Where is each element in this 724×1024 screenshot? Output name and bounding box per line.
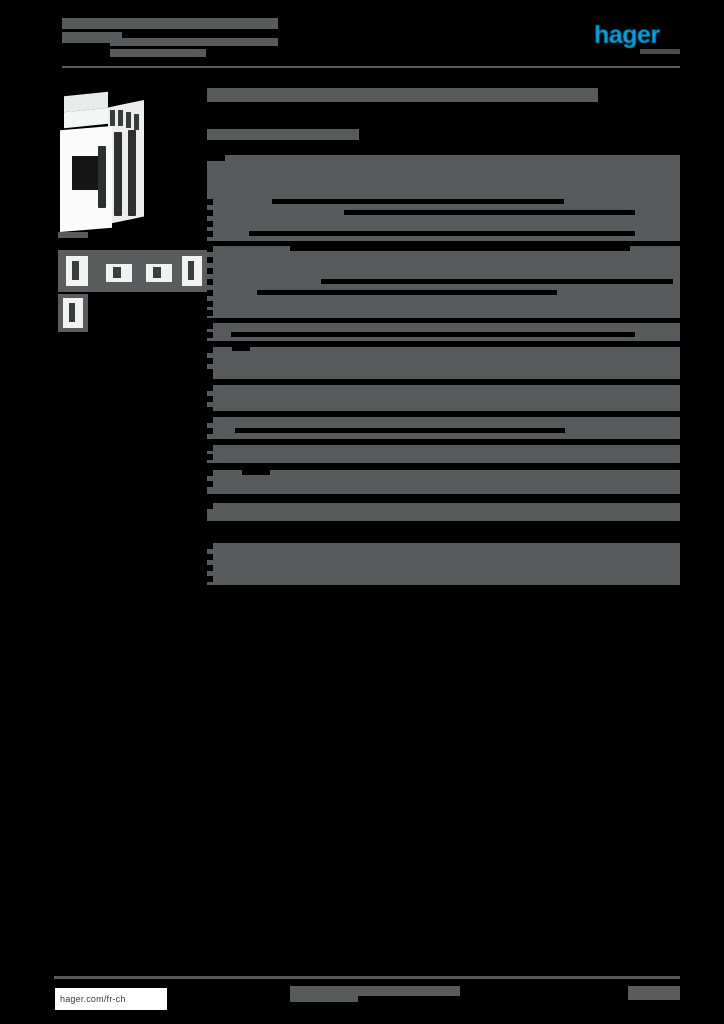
spec-group-general-gap-2 <box>207 199 213 205</box>
thumbnail-busbar-clip[interactable] <box>146 264 172 282</box>
product-part-window <box>72 156 98 190</box>
spec-group-electrical-gap-7 <box>207 290 213 296</box>
spec-group-standards-gap-3 <box>235 428 565 433</box>
spec-group-environment <box>207 385 680 411</box>
spec-group-environment-gap-1 <box>207 385 213 391</box>
spec-group-accessories <box>207 445 680 463</box>
spec-group-general-gap-4 <box>207 210 213 216</box>
content-column <box>207 88 680 585</box>
spec-group-notes <box>207 503 680 521</box>
spec-group-connection <box>207 347 680 379</box>
footer-legal-line-1 <box>290 986 460 996</box>
spec-group-mechanical <box>207 323 680 341</box>
footer-website-link[interactable]: hager.com/fr-ch <box>55 988 167 1010</box>
product-part-pin-3 <box>126 112 131 128</box>
thumbnail-enclosure-front-detail <box>72 261 79 280</box>
product-media-column <box>58 88 208 332</box>
page-footer: hager.com/fr-ch <box>0 972 724 1024</box>
spec-group-general <box>207 155 680 241</box>
page-header: hager <box>0 0 724 72</box>
spec-group-electrical-gap-10 <box>207 310 213 316</box>
footer-legal-line-2 <box>290 996 358 1002</box>
spec-group-general-gap-5 <box>344 210 635 215</box>
spec-group-packaging-gap-4 <box>207 576 213 582</box>
document-subtitle <box>110 38 278 60</box>
product-part-rail-2 <box>114 132 122 216</box>
product-part-pin-2 <box>118 110 123 126</box>
section-heading <box>207 129 359 140</box>
spec-group-electrical-gap-5 <box>207 279 213 285</box>
spec-group-general-gap-3 <box>272 199 564 204</box>
spec-group-standards <box>207 417 680 439</box>
spec-group-dimensions-gap-2 <box>207 481 213 487</box>
spec-group-connection-gap-5 <box>207 375 213 379</box>
product-part-rail-3 <box>128 130 136 216</box>
spec-group-dimensions <box>207 470 680 494</box>
spec-group-dimensions-gap-1 <box>207 470 213 476</box>
spec-group-environment-gap-3 <box>207 407 213 411</box>
spec-group-connection-gap-2 <box>207 358 213 364</box>
doc-title-line-2 <box>62 32 122 43</box>
spec-group-packaging-gap-1 <box>207 543 213 549</box>
spec-group-electrical <box>207 246 680 318</box>
footer-page-number <box>628 986 680 1000</box>
spec-group-electrical-gap-1 <box>207 246 213 252</box>
thumbnail-mounting-rail-detail <box>69 303 75 322</box>
spec-group-connection-gap-4 <box>232 347 250 351</box>
spec-group-mechanical-gap-3 <box>231 332 635 337</box>
hager-logo: hager <box>594 21 660 49</box>
thumbnail-terminal-block-detail <box>113 267 121 278</box>
spec-group-general-gap-6 <box>207 221 213 227</box>
thumbnail-mounting-rail[interactable] <box>63 298 83 328</box>
thumbnail-din-rail[interactable] <box>182 256 202 286</box>
spec-group-notes-gap-1 <box>207 503 213 509</box>
spec-group-general-gap-1 <box>207 155 225 161</box>
product-part-pin-1 <box>110 110 115 126</box>
product-part-cover-lower <box>64 107 108 129</box>
spec-group-mechanical-gap-1 <box>207 323 213 329</box>
spec-group-general-gap-8 <box>249 231 635 236</box>
spec-group-packaging-gap-3 <box>207 565 213 571</box>
spec-group-environment-gap-2 <box>207 396 213 402</box>
spec-group-general-gap-7 <box>207 231 213 237</box>
spec-group-mechanical-gap-2 <box>207 332 213 338</box>
specification-table <box>207 155 680 585</box>
spec-group-electrical-gap-3 <box>207 257 213 263</box>
spec-group-electrical-gap-2 <box>290 246 630 251</box>
doc-title-line-1 <box>62 18 278 29</box>
doc-subtitle-line-1 <box>110 38 278 46</box>
spec-group-dimensions-gap-3 <box>242 470 270 475</box>
thumbnail-din-rail-detail <box>188 261 194 280</box>
footer-divider <box>54 976 680 979</box>
spec-group-connection-gap-1 <box>207 347 213 353</box>
spec-group-standards-gap-2 <box>207 428 213 434</box>
spec-group-connection-gap-3 <box>207 369 213 375</box>
spec-group-accessories-gap-2 <box>207 454 213 460</box>
thumbnail-strip-row-2 <box>58 294 88 332</box>
brand-claim-bar <box>640 49 680 54</box>
product-part-rail-1 <box>98 146 106 208</box>
document-title <box>62 18 278 46</box>
spec-group-electrical-gap-8 <box>257 290 557 295</box>
spec-group-packaging <box>207 543 680 585</box>
spec-group-electrical-gap-9 <box>207 301 213 307</box>
thumbnail-terminal-block[interactable] <box>106 264 132 282</box>
spec-group-accessories-gap-1 <box>207 445 213 451</box>
product-part-pin-4 <box>134 114 139 130</box>
thumbnail-strip-row-1 <box>58 250 208 292</box>
page-title <box>207 88 598 102</box>
spec-group-standards-gap-1 <box>207 417 213 423</box>
spec-group-electrical-gap-4 <box>207 268 213 274</box>
doc-subtitle-line-2 <box>110 49 206 57</box>
product-hero-image[interactable] <box>58 88 208 238</box>
header-divider <box>62 66 680 68</box>
product-image-caption <box>58 232 88 238</box>
thumbnail-enclosure-front[interactable] <box>66 256 88 286</box>
spec-group-electrical-gap-6 <box>321 279 673 284</box>
thumbnail-busbar-clip-detail <box>153 267 161 278</box>
spec-group-packaging-gap-2 <box>207 554 213 560</box>
